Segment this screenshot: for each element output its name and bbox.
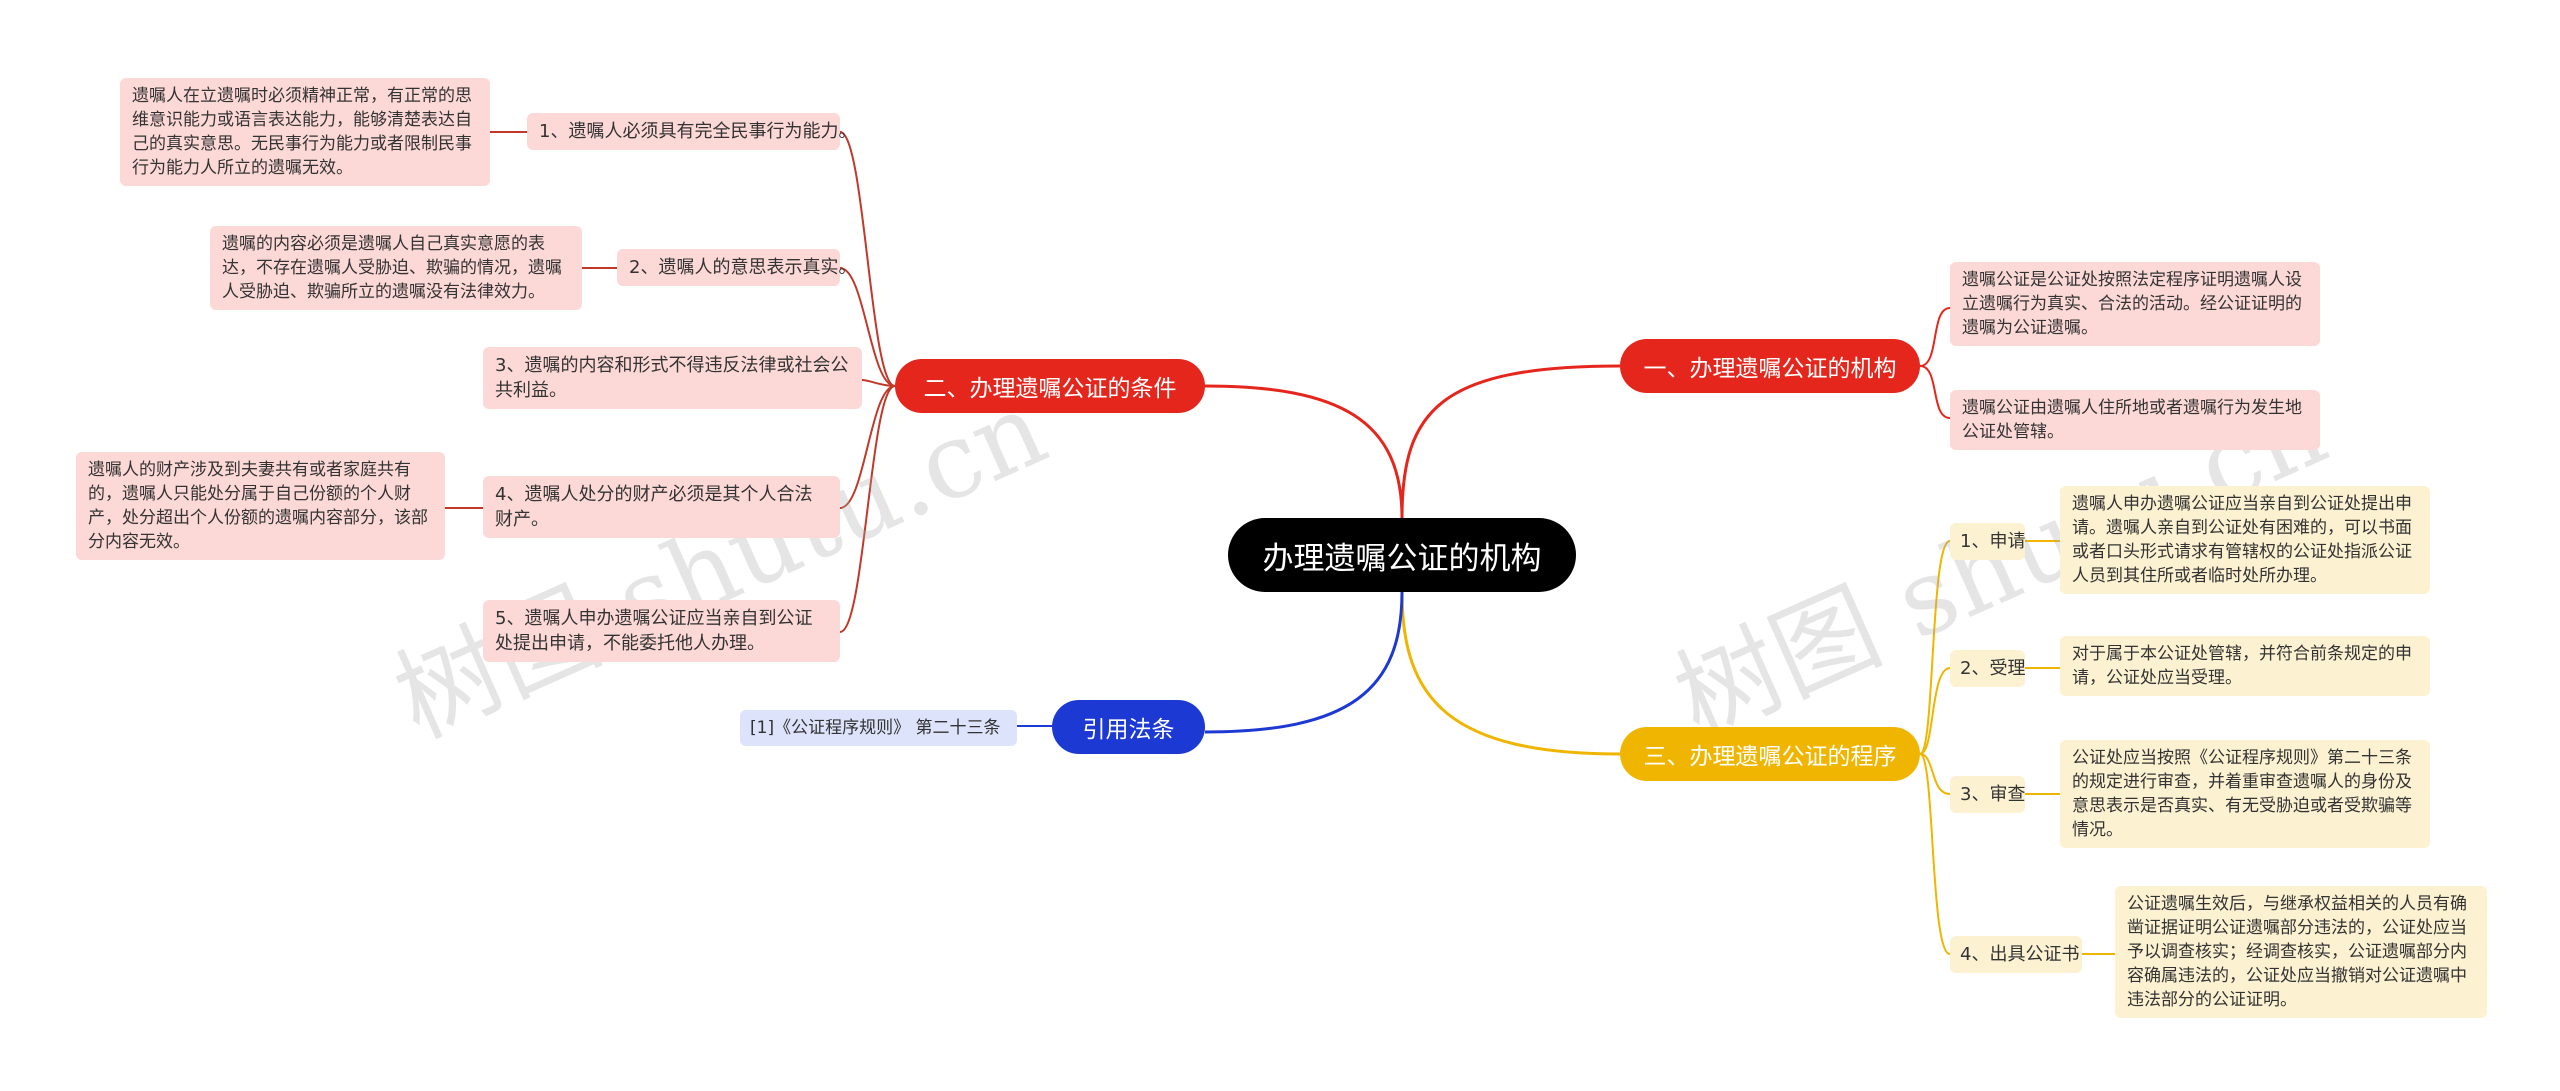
condition-detail-1[interactable]: 遗嘱人在立遗嘱时必须精神正常，有正常的思维意识能力或语言表达能力，能够清楚表达自… — [120, 78, 490, 186]
procedure-title-1[interactable]: 1、申请 — [1950, 523, 2025, 560]
link-root-procedure — [1400, 591, 1621, 756]
branch-law[interactable]: 引用法条 — [1052, 700, 1205, 754]
procedure-detail-4[interactable]: 公证遗嘱生效后，与继承权益相关的人员有确凿证据证明公证遗嘱部分违法的，公证处应当… — [2115, 886, 2487, 1018]
procedure-title-4[interactable]: 4、出具公证书 — [1950, 936, 2082, 973]
law-item-1[interactable]: [1]《公证程序规则》 第二十三条 — [740, 710, 1017, 746]
condition-title-1[interactable]: 1、遗嘱人必须具有完全民事行为能力。 — [527, 113, 856, 150]
procedure-title-2[interactable]: 2、受理 — [1950, 650, 2025, 687]
agency-item-2[interactable]: 遗嘱公证由遗嘱人住所地或者遗嘱行为发生地公证处管辖。 — [1950, 390, 2320, 450]
procedure-detail-3[interactable]: 公证处应当按照《公证程序规则》第二十三条的规定进行审查，并着重审查遗嘱人的身份及… — [2060, 740, 2430, 848]
branch-agency[interactable]: 一、办理遗嘱公证的机构 — [1620, 339, 1920, 393]
root-topic[interactable]: 办理遗嘱公证的机构 — [1228, 518, 1576, 592]
procedure-detail-2[interactable]: 对于属于本公证处管辖，并符合前条规定的申请，公证处应当受理。 — [2060, 636, 2430, 696]
agency-item-1[interactable]: 遗嘱公证是公证处按照法定程序证明遗嘱人设立遗嘱行为真实、合法的活动。经公证证明的… — [1950, 262, 2320, 346]
branch-conditions[interactable]: 二、办理遗嘱公证的条件 — [895, 359, 1205, 413]
procedure-title-3[interactable]: 3、审查 — [1950, 776, 2025, 813]
condition-detail-4[interactable]: 遗嘱人的财产涉及到夫妻共有或者家庭共有的，遗嘱人只能处分属于自己份额的个人财产，… — [76, 452, 445, 560]
link-root-conditions — [1204, 384, 1404, 519]
condition-title-2[interactable]: 2、遗嘱人的意思表示真实。 — [617, 249, 856, 286]
branch-procedure[interactable]: 三、办理遗嘱公证的程序 — [1620, 727, 1920, 781]
condition-title-3[interactable]: 3、遗嘱的内容和形式不得违反法律或社会公共利益。 — [483, 347, 862, 409]
condition-detail-2[interactable]: 遗嘱的内容必须是遗嘱人自己真实意愿的表达，不存在遗嘱人受胁迫、欺骗的情况，遗嘱人… — [210, 226, 582, 310]
link-root-law — [1204, 591, 1404, 734]
procedure-detail-1[interactable]: 遗嘱人申办遗嘱公证应当亲自到公证处提出申请。遗嘱人亲自到公证处有困难的，可以书面… — [2060, 486, 2430, 594]
condition-title-4[interactable]: 4、遗嘱人处分的财产必须是其个人合法财产。 — [483, 476, 840, 538]
link-root-agency — [1400, 364, 1621, 519]
condition-title-5[interactable]: 5、遗嘱人申办遗嘱公证应当亲自到公证处提出申请，不能委托他人办理。 — [483, 600, 840, 662]
